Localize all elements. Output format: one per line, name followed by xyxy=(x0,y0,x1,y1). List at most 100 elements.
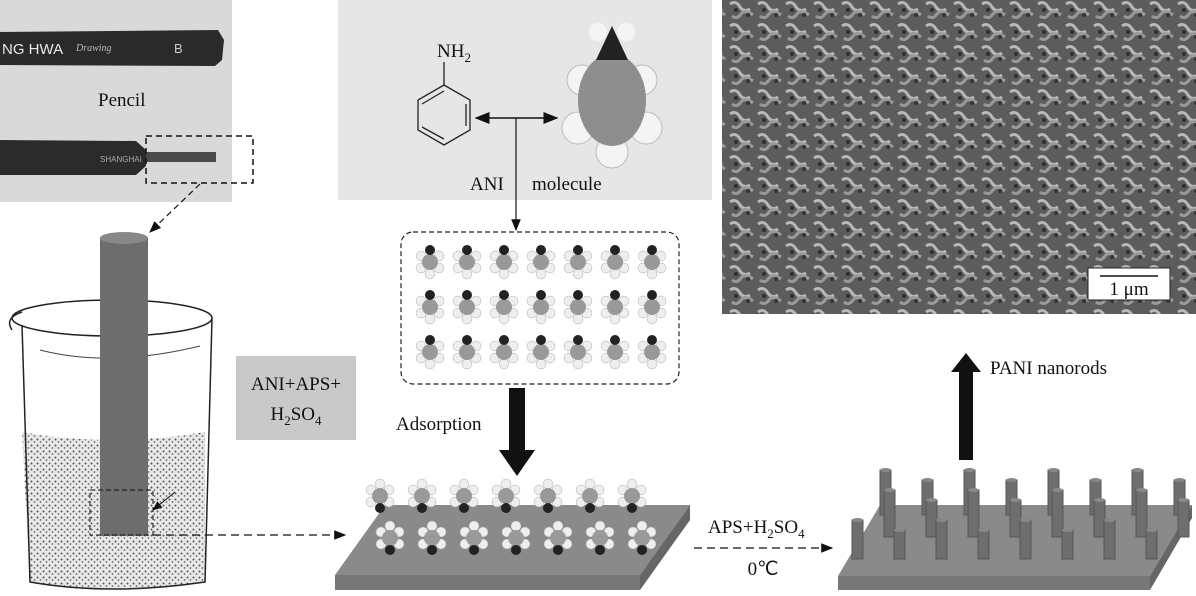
nanorod xyxy=(1093,499,1106,538)
aniline-molecule-icon xyxy=(585,520,615,555)
nanorod-tip xyxy=(922,478,933,482)
nanorod-tip xyxy=(1052,488,1063,492)
nanorod xyxy=(925,499,938,538)
aniline-molecule-icon xyxy=(543,520,573,555)
solution-h: H xyxy=(270,404,284,425)
aniline-molecule-icon xyxy=(415,335,445,370)
nanorod xyxy=(1051,489,1064,538)
pencil-grade: B xyxy=(174,41,183,56)
nanorod xyxy=(1019,519,1032,560)
aniline-molecule-icon xyxy=(501,520,531,555)
aniline-molecule-icon xyxy=(459,520,489,555)
nanorod-tip xyxy=(936,518,947,522)
nanorod-tip xyxy=(1132,468,1143,472)
aniline-molecule-icon xyxy=(375,520,405,555)
nanorod-tip xyxy=(1010,498,1021,502)
aniline-molecule-icon xyxy=(489,290,519,325)
nanorod-tip xyxy=(1146,528,1157,532)
nanorod-tip xyxy=(1104,518,1115,522)
sem-image: 1 μm xyxy=(722,0,1196,314)
pencil-photo: NG HWA Drawing B Pencil SHANGHAI xyxy=(0,0,254,233)
nanorod xyxy=(851,519,864,560)
aniline-molecule-icon xyxy=(575,478,605,513)
nanorod-tip xyxy=(894,528,905,532)
nanorod-tip xyxy=(964,468,975,472)
nanorod xyxy=(967,489,980,538)
aniline-molecule-icon xyxy=(452,335,482,370)
nanorod xyxy=(1103,519,1116,560)
pencil-script-text: Drawing xyxy=(75,43,112,54)
adsorption-label: Adsorption xyxy=(396,414,482,435)
aniline-molecule-icon xyxy=(452,290,482,325)
benzene-ring-icon xyxy=(417,62,471,146)
nanorod xyxy=(1061,529,1074,560)
nanorod-tip xyxy=(1020,518,1031,522)
pencil-brand-text: NG HWA xyxy=(2,41,63,58)
nanorod-tip xyxy=(1062,528,1073,532)
svg-text:H2SO4: H2SO4 xyxy=(270,404,322,428)
nanorod xyxy=(935,519,948,560)
solution-label-line1: ANI+APS+ xyxy=(251,374,341,395)
molecule-array xyxy=(415,245,667,370)
nanorod xyxy=(1145,529,1158,560)
nh2-label: NH xyxy=(437,41,465,62)
aniline-molecule-icon xyxy=(533,478,563,513)
aniline-molecule-icon xyxy=(563,290,593,325)
nanorod-tip xyxy=(968,488,979,492)
aniline-molecule-icon xyxy=(600,335,630,370)
reagent-sub2: 4 xyxy=(798,526,805,541)
substrate-with-molecules xyxy=(335,478,690,590)
aniline-molecule-icon xyxy=(489,335,519,370)
nanorod-tip xyxy=(880,468,891,472)
nanorod-tip xyxy=(1178,498,1189,502)
nanorod xyxy=(883,489,896,538)
nanorod-tip xyxy=(926,498,937,502)
reagent-sub1: 2 xyxy=(767,526,774,541)
aniline-molecule-icon xyxy=(489,245,519,280)
nanorod-tip xyxy=(1136,488,1147,492)
aniline-molecule-icon xyxy=(600,245,630,280)
space-filling-model-icon xyxy=(561,23,663,169)
aniline-molecule-icon xyxy=(417,520,447,555)
scale-bar-label: 1 μm xyxy=(1109,279,1148,300)
aniline-molecule-icon xyxy=(526,245,556,280)
aniline-molecule-icon xyxy=(617,478,647,513)
nanorod-tip xyxy=(852,518,863,522)
beaker-icon xyxy=(8,232,347,590)
molecule-panel: NH2 ANI molecule xyxy=(338,0,712,232)
nanorod xyxy=(977,529,990,560)
aniline-molecule-icon xyxy=(526,335,556,370)
solution-sub2: 4 xyxy=(315,413,322,428)
pencil-stamp: SHANGHAI xyxy=(100,155,142,164)
nanorod-tip xyxy=(1094,498,1105,502)
nanorod-tip xyxy=(1048,468,1059,472)
electrode-highlight-box xyxy=(89,489,154,536)
pencil-electrode xyxy=(100,238,148,536)
aniline-molecule-icon xyxy=(365,478,395,513)
thick-down-arrow xyxy=(499,388,535,476)
aniline-molecule-icon xyxy=(637,335,667,370)
aniline-molecule-icon xyxy=(627,520,657,555)
aniline-molecule-icon xyxy=(526,290,556,325)
svg-text:NH2: NH2 xyxy=(437,41,471,65)
solution-sub1: 2 xyxy=(284,413,291,428)
svg-text:APS+H2SO4: APS+H2SO4 xyxy=(708,517,805,541)
graphite-lead xyxy=(146,152,216,162)
aniline-molecule-icon xyxy=(491,478,521,513)
sharpened-pencil-icon xyxy=(0,140,146,175)
aniline-molecule-icon xyxy=(637,290,667,325)
nanorod-tip xyxy=(884,488,895,492)
molecule-array-box xyxy=(400,231,680,385)
nanorod xyxy=(1135,489,1148,538)
scale-bar-box xyxy=(1087,267,1171,301)
nanorod-tip xyxy=(978,528,989,532)
pencil-label: Pencil xyxy=(98,90,146,111)
aniline-molecule-icon xyxy=(563,335,593,370)
solution-label: ANI+APS+ H2SO4 xyxy=(236,356,356,440)
pani-nanorods-label: PANI nanorods xyxy=(990,358,1107,379)
temperature-label: 0℃ xyxy=(748,559,779,580)
aniline-molecule-icon xyxy=(449,478,479,513)
aniline-molecule-icon xyxy=(415,290,445,325)
